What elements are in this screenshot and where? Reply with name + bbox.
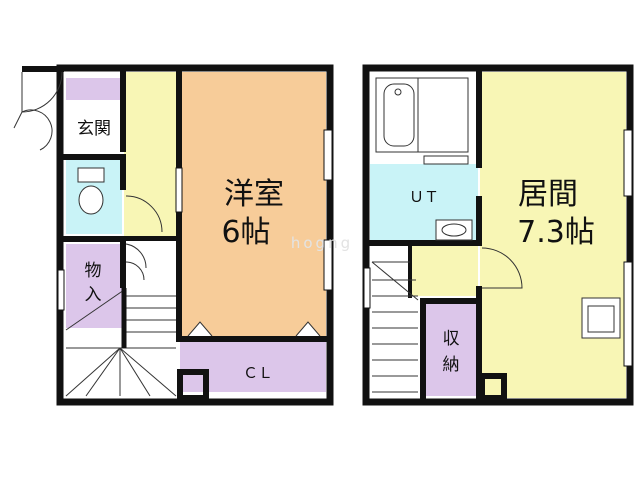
floor1-room-name: 洋室 <box>224 177 284 212</box>
floor2-wall-bath-divider <box>476 68 482 168</box>
floor1-wall-storage-right <box>120 242 126 288</box>
monoire-label-1: 物 <box>85 261 102 281</box>
floor2-hall-fill <box>410 246 478 296</box>
floor1-outer-wall <box>56 64 334 406</box>
floor1-room-fill <box>180 72 326 338</box>
closet-label: ＣＬ <box>243 364 273 382</box>
floor1-wall-top-left <box>22 66 64 72</box>
floor1-storage-fill <box>66 244 122 328</box>
shuno-label-1: 収 <box>443 329 460 349</box>
floor1-room-size: 6帖 <box>221 215 270 250</box>
toilet-icon <box>77 167 105 215</box>
floor2-living-fill <box>480 72 626 398</box>
floor1-door-swing-toilet <box>125 195 163 233</box>
floor1-wall-closet-top <box>180 336 330 342</box>
ut-label: ＵＴ <box>409 188 439 206</box>
floor1-wall-closet-bottom-box <box>177 369 209 401</box>
washbasin-icon <box>435 219 473 241</box>
floor1-wall-toilet-top <box>60 154 126 160</box>
floor2-wall-shuno-box <box>420 298 482 304</box>
floor1-hall-fill <box>124 72 178 238</box>
floor1-wall-room-left <box>176 68 182 168</box>
floor1-plan: 玄関 物 入 洋室 6帖 ＣＬ <box>13 64 334 406</box>
floor1-wall-toilet-bottom <box>60 236 126 242</box>
floor1-wall-hall-bottom <box>126 236 176 241</box>
floor2-wall-shuno-left <box>420 298 426 402</box>
floor2-window-right-1 <box>623 129 633 197</box>
floor2-wall-small-box <box>479 373 507 401</box>
floor2-wall-ut-bottom <box>366 240 482 246</box>
floor1-entrance-door-2 <box>13 109 53 151</box>
floor1-window-right-1 <box>323 129 333 181</box>
floor1-wall-genkan-right <box>120 68 126 152</box>
floor2-plan: 居間 7.3帖 ＵＴ 収 納 <box>362 64 634 406</box>
monoire-label-2: 入 <box>85 285 102 305</box>
floor1-window-left <box>57 269 65 311</box>
floor2-living-door-swing <box>481 247 523 289</box>
floor1-closet-door-left <box>187 321 213 337</box>
floor2-stairs <box>371 261 419 393</box>
floor1-door-swing-storage <box>125 243 147 269</box>
bathtub-icon <box>375 77 469 153</box>
shuno-label-2: 納 <box>443 355 460 375</box>
floor1-wall-toilet-right <box>120 160 126 190</box>
floor2-room-size: 7.3帖 <box>517 215 595 250</box>
floor2-shuno-fill <box>426 304 476 396</box>
floor1-door-swing-storage-2 <box>125 261 145 281</box>
floor2-outer-wall <box>362 64 634 406</box>
floor2-wall-living-left-lower <box>476 286 482 402</box>
floor2-window-right-2 <box>623 261 633 367</box>
floor1-window-right-2 <box>323 239 333 291</box>
floor1-entrance-door <box>21 71 63 113</box>
floor1-wall-room-left-lower <box>176 212 182 342</box>
floor1-stairs <box>65 289 177 397</box>
floor1-window-room-left <box>175 167 183 213</box>
floor2-wall-ut-right <box>476 196 482 246</box>
floor2-window-left <box>363 267 371 309</box>
watermark-text: hogng <box>291 234 353 252</box>
genkan-label: 玄関 <box>77 119 111 139</box>
floor1-closet-door-right <box>295 321 321 337</box>
floor2-bath-door <box>423 155 469 165</box>
appliance-box <box>581 297 621 339</box>
floor2-room-name: 居間 <box>518 177 578 212</box>
floor2-wall-hall-left <box>408 246 412 298</box>
floor1-genkan-top-fill <box>66 78 122 100</box>
